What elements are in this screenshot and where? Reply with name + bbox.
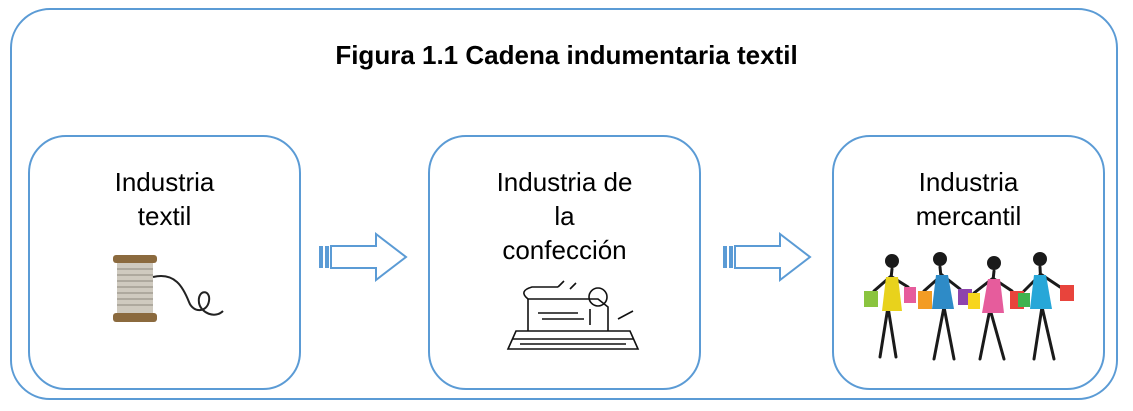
stage-label-line: Industria de xyxy=(496,167,633,197)
stage-box-mercantil: Industria mercantil xyxy=(832,135,1105,390)
stage-label-line: textil xyxy=(137,201,192,231)
stage-label-line: Industria xyxy=(918,167,1019,197)
stage-box-confeccion: Industria de la confección xyxy=(428,135,701,390)
stage-label-line: la xyxy=(554,201,575,231)
figure-title: Figura 1.1 Cadena indumentaria textil xyxy=(335,40,798,70)
stage-label: Industria textil xyxy=(30,165,299,233)
flow-arrow-1 xyxy=(319,232,408,282)
stage-label: Industria de la confección xyxy=(430,165,699,267)
sewing-machine-icon xyxy=(506,280,640,350)
diagram-frame xyxy=(10,8,1118,400)
stage-label: Industria mercantil xyxy=(834,165,1103,233)
stage-label-line: mercantil xyxy=(915,201,1022,231)
flow-arrow-2 xyxy=(723,232,812,282)
shopping-women-icon xyxy=(864,252,1074,361)
stage-box-textil: Industria textil xyxy=(28,135,301,390)
thread-spool-icon xyxy=(113,255,224,322)
stage-label-line: Industria xyxy=(114,167,215,197)
stage-label-line: confección xyxy=(502,235,627,265)
